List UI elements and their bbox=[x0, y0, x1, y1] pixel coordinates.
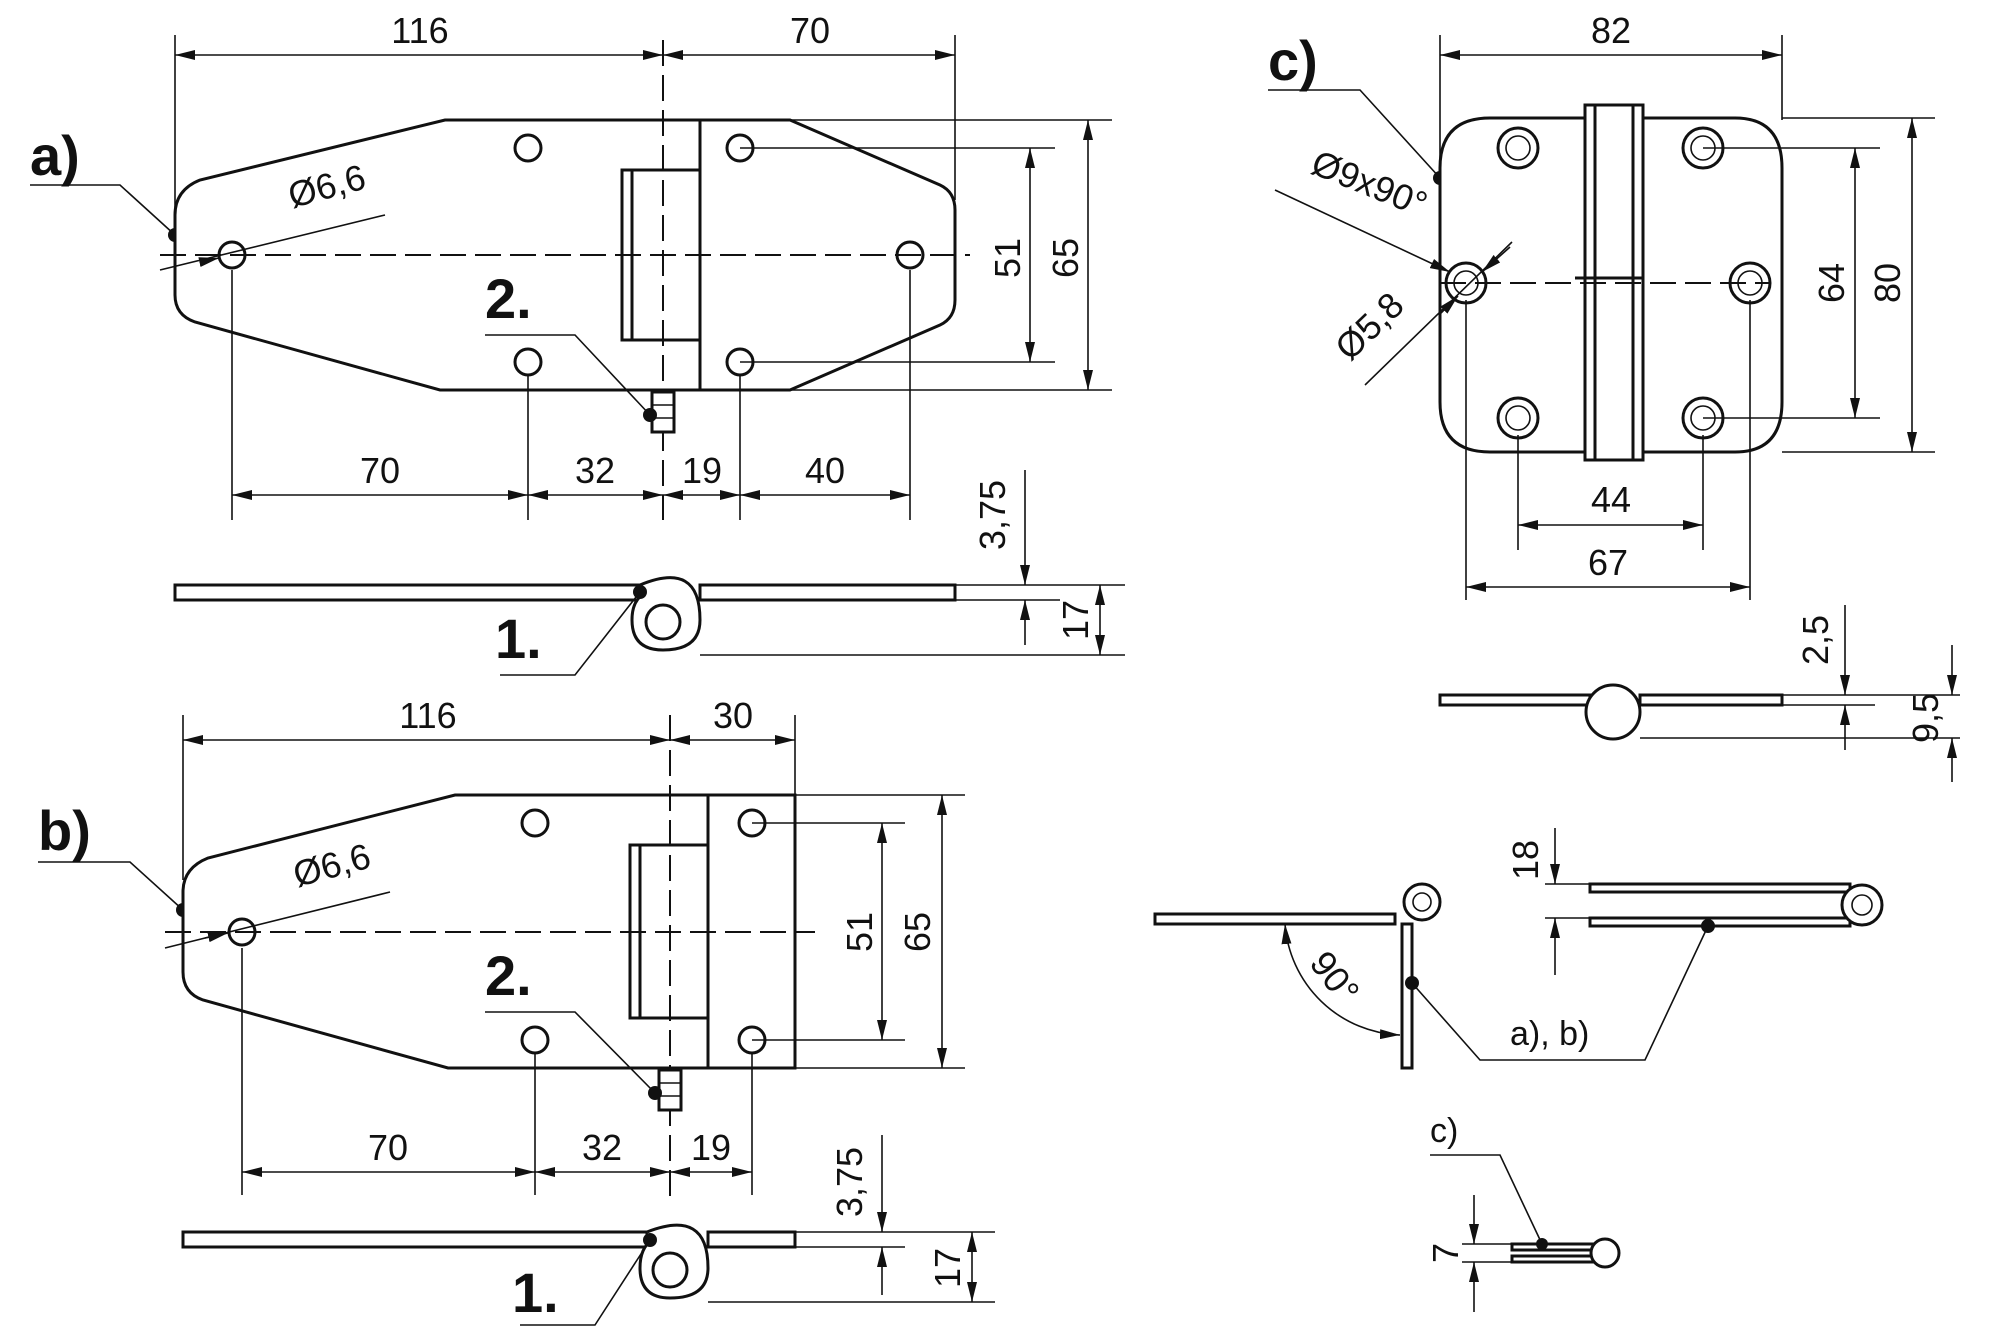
open-90-leaf-horizontal bbox=[1153, 912, 1397, 926]
view-b-dim-70: 70 bbox=[368, 1127, 408, 1168]
view-a-dim-32: 32 bbox=[575, 450, 615, 491]
view-b-item-2-leader bbox=[485, 1011, 656, 1094]
view-b: b) 2. 116 30 Ø6,6 51 bbox=[38, 695, 965, 1200]
view-b-item-1: 1. bbox=[512, 1261, 559, 1324]
ab-callout-leader bbox=[1411, 925, 1709, 1061]
view-c-countersink: Ø9x90° bbox=[1306, 142, 1433, 225]
view-a-side-pin bbox=[644, 603, 682, 641]
view-a-dim-70-bottom: 70 bbox=[360, 450, 400, 491]
view-c-countersunk-holes bbox=[1444, 126, 1772, 440]
view-c-dim-2-5: 2,5 bbox=[1795, 615, 1836, 665]
view-a-hole bbox=[513, 133, 543, 163]
view-a-label: a) bbox=[30, 124, 80, 187]
folded-gap-dim: 18 bbox=[1505, 840, 1546, 880]
view-b-dim-30: 30 bbox=[713, 695, 753, 736]
view-a-dim-19: 19 bbox=[682, 450, 722, 491]
c-folded-height-dim: 7 bbox=[1425, 1243, 1466, 1263]
view-c-side-knuckle bbox=[1584, 683, 1642, 741]
view-a-item-1-leader bbox=[500, 591, 641, 676]
view-a-dim-116: 116 bbox=[391, 10, 448, 51]
view-a-dim-65: 65 bbox=[1045, 238, 1086, 278]
c-callout-label: c) bbox=[1430, 1112, 1458, 1150]
view-a-side-leaf-left bbox=[173, 583, 642, 602]
view-a-side: 1. 3,75 17 bbox=[173, 470, 1125, 676]
view-a-item-1: 1. bbox=[495, 607, 542, 670]
view-b-hole bbox=[520, 808, 550, 838]
view-c-dim-64: 64 bbox=[1811, 263, 1852, 303]
view-b-label: b) bbox=[38, 799, 91, 862]
view-a-dim-70-top: 70 bbox=[790, 10, 830, 51]
view-c-dim-9-5: 9,5 bbox=[1905, 693, 1946, 743]
c-callout-leader bbox=[1430, 1154, 1543, 1245]
view-c-dim-67: 67 bbox=[1588, 542, 1628, 583]
view-a-side-leaf-right bbox=[698, 583, 957, 602]
view-b-hole bbox=[520, 1025, 550, 1055]
view-a-dim-40: 40 bbox=[805, 450, 845, 491]
view-c-side: 2,5 9,5 bbox=[1438, 605, 1960, 782]
view-c: c) 82 Ø9x90° Ø5,8 bbox=[1268, 10, 1935, 600]
folded-leaf-bottom bbox=[1588, 916, 1852, 928]
view-b-dim-116: 116 bbox=[399, 695, 456, 736]
view-a: a) 2. 116 70 Ø6,6 bbox=[30, 10, 1112, 520]
ab-callout-label: a), b) bbox=[1510, 1015, 1589, 1053]
view-b-dim-51: 51 bbox=[839, 912, 880, 952]
view-b-grease-nipple bbox=[657, 1068, 683, 1112]
view-a-dim-3-75: 3,75 bbox=[972, 480, 1013, 550]
open-90-leaf-vertical bbox=[1400, 922, 1414, 1070]
view-b-dim-65: 65 bbox=[897, 912, 938, 952]
view-a-item-2-leader bbox=[485, 334, 651, 416]
view-b-side: 1. 3,75 17 bbox=[181, 1135, 995, 1326]
view-b-leader bbox=[38, 861, 184, 911]
open-90-angle-arc bbox=[1281, 923, 1401, 1040]
view-b-item-1-leader bbox=[520, 1239, 651, 1326]
view-b-dim-17: 17 bbox=[927, 1248, 968, 1288]
view-a-leader bbox=[30, 184, 176, 236]
view-a-dim-51: 51 bbox=[987, 238, 1028, 278]
view-c-left-leaf bbox=[1438, 116, 1587, 454]
folded-leaf-top bbox=[1588, 882, 1852, 894]
view-c-dim-80: 80 bbox=[1867, 263, 1908, 303]
view-a-dim-17: 17 bbox=[1055, 600, 1096, 640]
view-a-item-2: 2. bbox=[485, 267, 532, 330]
view-c-hole-diameter: Ø5,8 bbox=[1327, 284, 1412, 368]
view-c-leader bbox=[1268, 89, 1441, 179]
view-b-item-2: 2. bbox=[485, 944, 532, 1007]
view-b-dim-32: 32 bbox=[582, 1127, 622, 1168]
open-views: 90° 18 a), b) c) 7 bbox=[1153, 828, 1884, 1312]
view-c-label: c) bbox=[1268, 29, 1318, 92]
view-b-dim-3-75: 3,75 bbox=[829, 1147, 870, 1217]
view-b-dim-19: 19 bbox=[691, 1127, 731, 1168]
open-90-angle: 90° bbox=[1302, 943, 1368, 1011]
view-c-dim-82: 82 bbox=[1591, 10, 1631, 51]
view-c-dim-44: 44 bbox=[1591, 479, 1631, 520]
view-a-hole bbox=[513, 347, 543, 377]
